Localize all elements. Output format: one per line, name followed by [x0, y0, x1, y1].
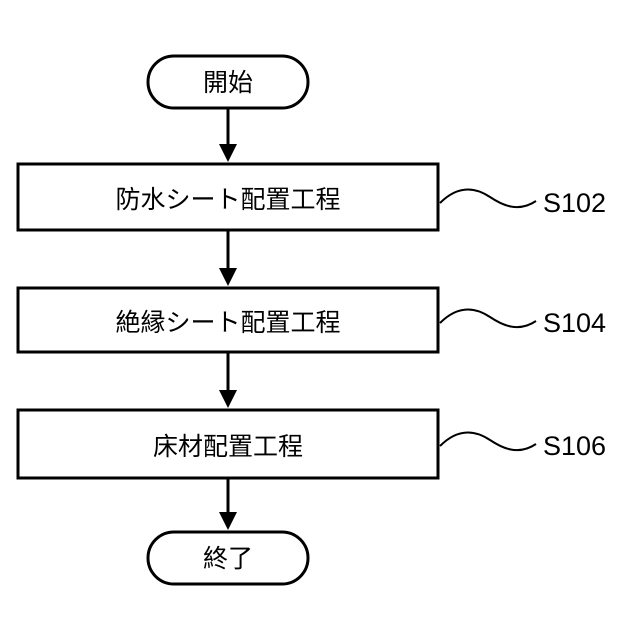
leader-line-s102: [440, 190, 536, 208]
connector-step1-to-step2: [219, 230, 237, 286]
arrowhead-icon: [219, 390, 237, 408]
connector-step3-to-end: [219, 478, 237, 530]
connector-step2-to-step3: [219, 352, 237, 408]
end-terminal: 終了: [148, 532, 308, 584]
start-terminal: 開始: [148, 56, 308, 108]
step-ref-s106: S106: [543, 431, 606, 461]
arrowhead-icon: [219, 512, 237, 530]
step-label-s104: 絶縁シート配置工程: [115, 308, 340, 337]
start-label: 開始: [203, 68, 253, 97]
ref-marker-s104: S104: [440, 308, 606, 338]
ref-marker-s102: S102: [440, 188, 606, 218]
step-ref-s102: S102: [543, 188, 606, 218]
arrowhead-icon: [219, 268, 237, 286]
connector-start-to-step1: [219, 108, 237, 162]
leader-line-s106: [440, 433, 536, 451]
step-insulation-sheet: 絶縁シート配置工程: [18, 288, 438, 352]
step-label-s102: 防水シート配置工程: [115, 185, 340, 214]
leader-line-s104: [440, 310, 536, 328]
step-label-s106: 床材配置工程: [153, 432, 303, 461]
arrowhead-icon: [219, 144, 237, 162]
step-flooring: 床材配置工程: [18, 410, 438, 478]
step-waterproof-sheet: 防水シート配置工程: [18, 164, 438, 230]
ref-marker-s106: S106: [440, 431, 606, 461]
step-ref-s104: S104: [543, 308, 606, 338]
end-label: 終了: [203, 544, 253, 573]
